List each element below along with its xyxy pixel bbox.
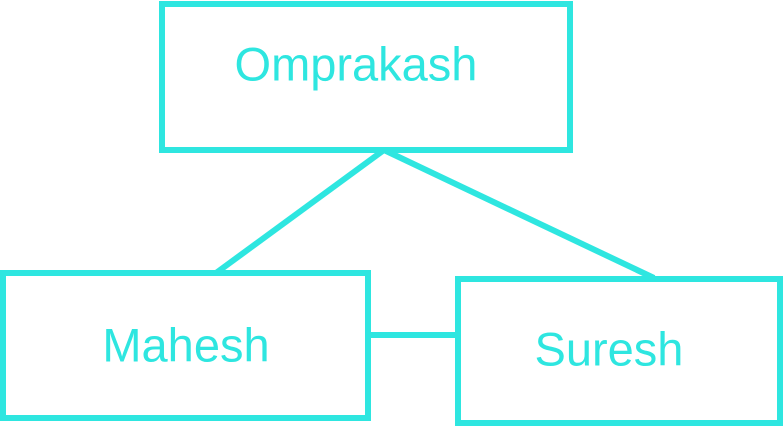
connector-root-to-left	[214, 147, 386, 276]
connector-root-to-right	[382, 147, 656, 281]
node-mahesh: Mahesh	[0, 270, 371, 421]
node-suresh-label: Suresh	[535, 322, 684, 375]
node-omprakash: Omprakash	[159, 1, 573, 153]
node-suresh: Suresh	[455, 276, 783, 426]
node-omprakash-label: Omprakash	[235, 37, 478, 90]
node-mahesh-box	[0, 270, 371, 421]
node-suresh-box	[455, 276, 783, 426]
node-omprakash-box	[159, 1, 573, 153]
node-mahesh-label: Mahesh	[102, 318, 269, 371]
